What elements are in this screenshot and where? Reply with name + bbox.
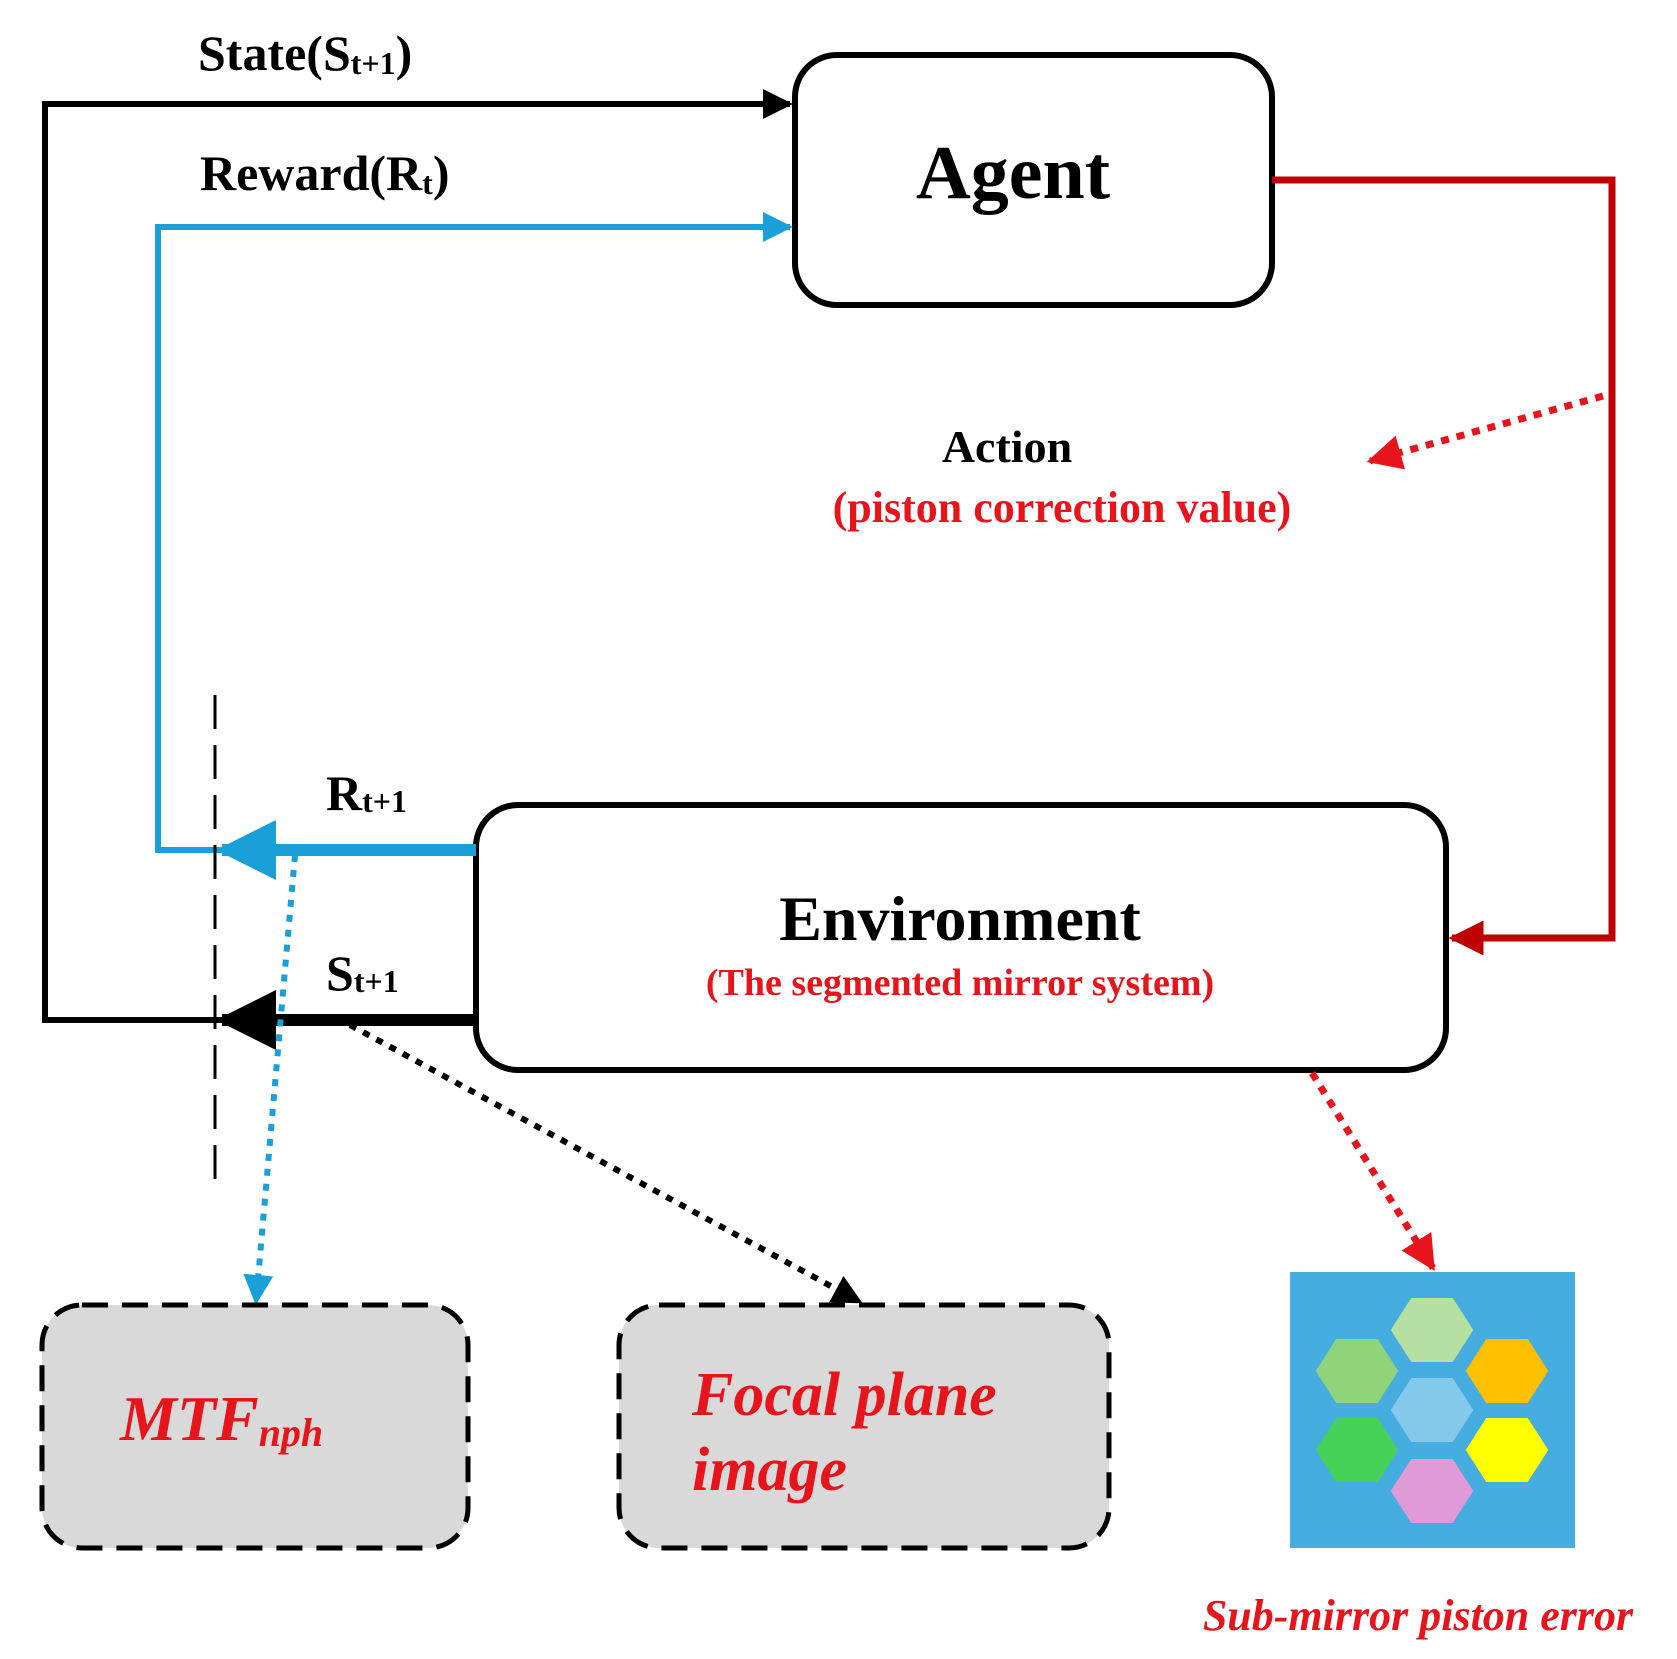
hex-segment-top <box>1387 1295 1477 1365</box>
environment-label: Environment <box>779 883 1141 954</box>
hex-segment-upper-right <box>1462 1336 1552 1406</box>
mtf-box <box>39 1302 471 1551</box>
action-pointer-dotted <box>1366 392 1604 470</box>
focal-plane-line1: Focal plane <box>691 1361 997 1429</box>
top-reward-sub: t <box>422 165 433 201</box>
hex-segments <box>1312 1295 1552 1526</box>
top-state-close: ) <box>396 25 413 81</box>
top-state-main: State(S <box>198 25 351 81</box>
focal-plane-node: Focal plane image <box>616 1302 1112 1551</box>
hex-panel <box>1290 1272 1575 1548</box>
environment-box <box>473 802 1449 1073</box>
top-state-label: State(St+1) <box>198 25 412 81</box>
environment-sublabel: (The segmented mirror system) <box>706 962 1214 1004</box>
hex-segment-lower-left <box>1312 1415 1402 1485</box>
action-sublabel: (piston correction value) <box>833 483 1292 532</box>
mtf-label: MTFnph <box>119 1383 323 1455</box>
focal-pointer-dotted <box>348 1022 863 1305</box>
env-state-sub: t+1 <box>354 963 399 999</box>
hex-segment-lower-right <box>1462 1415 1552 1485</box>
hex-segment-bottom <box>1387 1456 1477 1526</box>
focal-plane-line2: image <box>692 1436 847 1504</box>
env-reward-sub: t+1 <box>362 783 407 819</box>
top-reward-close: ) <box>433 145 450 201</box>
mtf-main: MTF <box>119 1383 259 1454</box>
hex-segment-upper-left <box>1312 1336 1402 1406</box>
top-reward-label: Reward(Rt) <box>200 145 449 201</box>
piston-error-pointer-dotted <box>1309 1071 1436 1271</box>
mtf-pointer-dotted <box>243 854 298 1305</box>
action-loop-line <box>1272 176 1616 956</box>
env-reward-label: Rt+1 <box>326 765 407 821</box>
agent-label: Agent <box>916 131 1110 215</box>
piston-error-label: Sub-mirror piston error <box>1203 1591 1634 1640</box>
hex-segment-center <box>1387 1375 1477 1445</box>
top-state-sub: t+1 <box>351 45 396 81</box>
env-state-label: St+1 <box>326 945 399 1001</box>
env-reward-main: R <box>326 765 363 821</box>
environment-node: Environment (The segmented mirror system… <box>473 802 1449 1073</box>
reward-loop-line <box>155 212 793 853</box>
mtf-node: MTFnph <box>39 1302 471 1551</box>
mtf-sub: nph <box>259 1410 324 1455</box>
agent-node: Agent <box>792 52 1275 308</box>
env-state-main: S <box>326 945 354 1001</box>
top-reward-main: Reward(R <box>200 145 423 201</box>
focal-plane-box <box>616 1302 1112 1551</box>
action-label: Action <box>942 421 1072 472</box>
